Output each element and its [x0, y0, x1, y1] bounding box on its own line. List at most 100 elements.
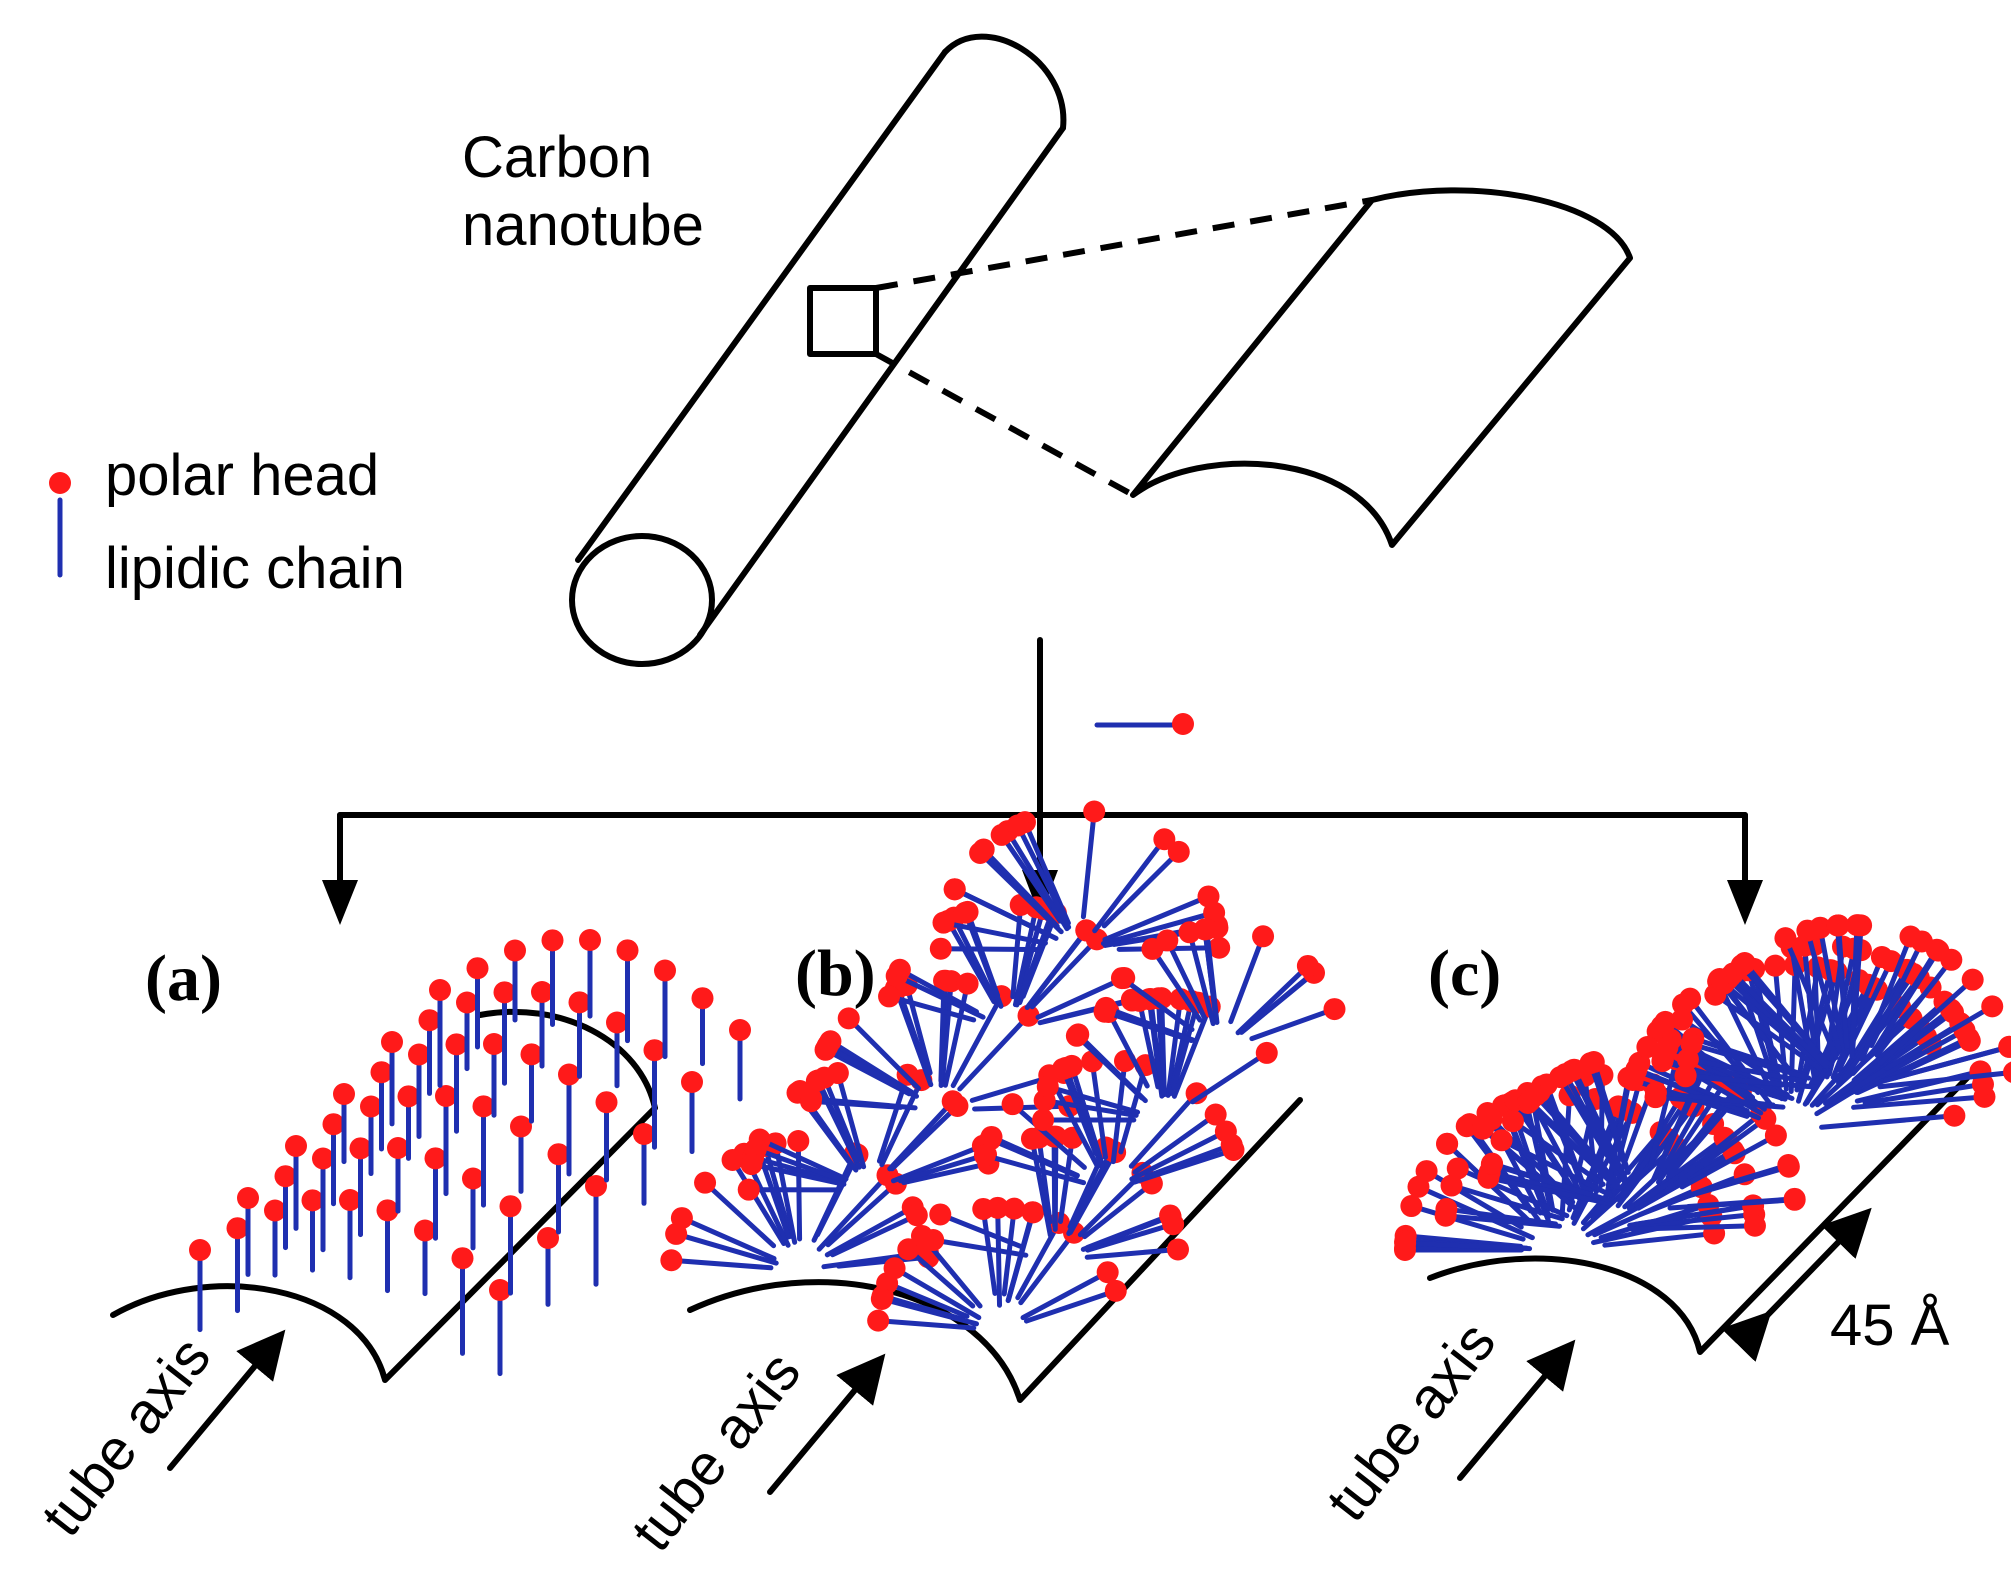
panel-b-molecule-chain — [886, 993, 977, 1023]
panel-c-molecule-chain — [1484, 1110, 1543, 1216]
panel-c-molecule-chain — [1739, 962, 1820, 1055]
panel-b-molecule-head — [883, 1257, 906, 1280]
panel-c-axis-arrow — [1457, 1339, 1576, 1481]
panel-b-molecule-chain — [1102, 1008, 1194, 1043]
panel-b-molecule-head — [867, 1309, 890, 1332]
panel-b-molecule-head — [1032, 1108, 1055, 1131]
panel-a-molecule-head — [537, 1227, 559, 1249]
panel-b-molecule-chain — [1171, 1004, 1213, 1099]
panel-a-molecule-head — [520, 1043, 543, 1066]
panel-b-molecule-head — [1052, 1057, 1075, 1080]
panel-b-molecule-head — [929, 937, 952, 960]
panel-b-molecule-head — [1255, 1041, 1278, 1064]
panel-c-molecule-chain — [1685, 1196, 1798, 1210]
panel-c-surface — [1427, 1072, 1973, 1355]
panel-c-molecule-chain — [1402, 1240, 1533, 1252]
panel-c-molecule-head — [1472, 1116, 1495, 1139]
panel-c-molecule-chain — [1485, 1175, 1611, 1206]
panel-b-molecule-chain — [1187, 929, 1216, 1027]
panel-b-molecule-chain — [1031, 928, 1090, 1002]
panel-b-molecule-head — [870, 1287, 893, 1310]
panel-c-molecule-chain — [1512, 1097, 1583, 1203]
panel-c-molecule-chain — [1835, 922, 1850, 1050]
panel-b-molecule-head — [1003, 1197, 1026, 1220]
panel-a-molecule-head — [466, 957, 489, 980]
panel-b-molecule-head — [1296, 954, 1319, 977]
panel-b-molecule-chain — [1190, 1050, 1270, 1105]
panel-c-molecule-head — [1971, 1073, 1994, 1096]
panel-c-molecule-chain — [1602, 1230, 1717, 1248]
panel-b-molecule-chain — [1164, 937, 1208, 1022]
panel-b-molecule-chain — [1106, 1009, 1150, 1089]
panel-b-molecule-chain — [1228, 933, 1266, 1025]
tube-label-line1: Carbon — [462, 125, 652, 190]
panel-c-molecule-head — [1440, 1174, 1463, 1197]
panel-c-molecule-head — [1436, 1132, 1459, 1155]
panel-b-molecule-chain — [897, 967, 980, 1015]
panel-b-molecule-chain — [811, 1150, 858, 1243]
panel-b-surface — [687, 1097, 1303, 1403]
panel-c-label: (c) — [1428, 937, 1501, 1010]
panel-c-molecule-chain — [1679, 1132, 1779, 1190]
panel-c-molecule-chain — [1883, 1044, 2011, 1083]
panel-c-molecule-chain — [1849, 922, 1862, 1059]
surface-patch — [1130, 187, 1633, 548]
zoom-region-box — [807, 285, 879, 357]
panel-c-molecule-head — [1490, 1129, 1513, 1152]
panel-b-molecule-chain — [835, 1070, 867, 1170]
panel-c-molecule-chain — [1489, 1161, 1611, 1203]
panel-b-molecule-chain — [1101, 849, 1182, 929]
panel-c-molecule-chain — [1804, 928, 1842, 1053]
panel-a-molecule-head — [643, 1039, 666, 1062]
panel-b-molecule-chain — [679, 1215, 777, 1262]
panel-c-molecule-head — [1722, 962, 1745, 985]
panel-c-molecule-chain — [1527, 1098, 1615, 1186]
panel-b-molecule-chain — [1080, 809, 1097, 920]
panel-a-molecule-head — [418, 1009, 441, 1032]
panel-c-molecule-head — [1524, 1084, 1547, 1107]
panel-b-molecule-chain — [1036, 1135, 1053, 1225]
panel-b-molecule-chain — [1146, 996, 1165, 1099]
panel-b-molecule-head — [933, 969, 956, 992]
panel-b-molecule-head — [929, 1203, 952, 1226]
panel-c-molecule-head — [1927, 939, 1950, 962]
panel-b-molecule-head — [1104, 1279, 1127, 1302]
panel-b-molecule-chain — [1035, 975, 1127, 1020]
panel-b-molecule-chain — [1045, 1084, 1141, 1115]
panel-c-molecule-chain — [1830, 954, 1885, 1080]
panel-c-molecule-chain — [1653, 1090, 1776, 1108]
panel-c-molecule-chain — [1853, 1035, 1972, 1095]
panel-b-molecule-chain — [757, 1137, 849, 1182]
panel-c-molecule-chain — [1588, 1060, 1628, 1169]
panel-b-molecule-head — [1044, 1125, 1067, 1148]
panel-a-molecule-head — [333, 1083, 355, 1105]
panel-a-molecule-head — [531, 981, 553, 1003]
panel-b-molecule-chain — [1085, 1221, 1176, 1253]
panel-b-molecule-head — [932, 911, 955, 934]
panel-b-molecule-chain — [1020, 1269, 1111, 1321]
panel-a-molecule-head — [489, 1279, 511, 1301]
panel-b-molecule-chain — [889, 1103, 960, 1172]
panel-b-molecule-head — [1323, 998, 1346, 1021]
legend: polar head lipidic chain — [49, 443, 405, 601]
panel-b-molecule-head — [813, 1066, 836, 1089]
panel-a-molecule-head — [376, 1199, 399, 1222]
panel-b-molecule-chain — [1005, 828, 1070, 932]
panel-a-molecule-head — [541, 929, 564, 952]
panel-b-molecule-chain — [999, 832, 1063, 924]
panel-c-molecule-chain — [1679, 1162, 1791, 1200]
panel-c-molecule-chain — [1569, 1068, 1624, 1175]
panel-c-molecule-chain — [1712, 992, 1823, 1072]
panel-c-molecule-chain — [1557, 1074, 1623, 1179]
panel-b-molecule-chain — [1092, 836, 1167, 934]
panel-b-molecule-chain — [937, 1211, 1023, 1249]
panel-b-molecule-chain — [668, 1257, 774, 1271]
panel-b-molecule-chain — [1077, 1170, 1145, 1238]
panel-b-surfactants — [660, 800, 1346, 1332]
panel-a-molecule-head — [285, 1135, 307, 1157]
panel-b-molecule-head — [956, 972, 979, 995]
panel-b-molecule-chain — [750, 1154, 844, 1185]
panel-b-molecule-head — [1006, 814, 1029, 837]
panel-b-molecule-head — [1065, 1024, 1088, 1047]
panel-b-molecule-head — [905, 1204, 928, 1227]
